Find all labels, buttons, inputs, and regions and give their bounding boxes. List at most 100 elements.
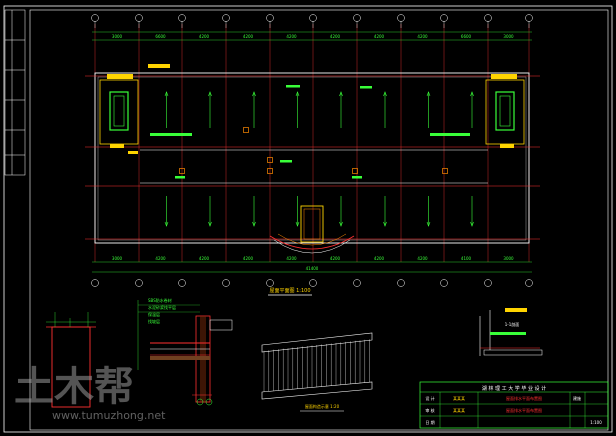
slope-arrowhead xyxy=(164,221,169,227)
top-dimension-texts: 3000 6600 4200 4200 4200 4200 4200 4200 6600 3000 xyxy=(112,34,514,39)
roof-parapet-outline xyxy=(94,72,530,244)
axis-grid xyxy=(94,24,530,262)
roof-drain xyxy=(243,127,249,133)
dimension-text: 3000 xyxy=(112,34,123,39)
slope-arrowhead xyxy=(208,91,212,97)
dimension-text: 3000 xyxy=(503,256,514,261)
dimension-text: 4200 xyxy=(199,256,210,261)
roof-drain xyxy=(267,157,273,163)
parapet-section-detail xyxy=(46,312,96,408)
plan-title: 屋面平面图 1:100 xyxy=(270,288,311,294)
slope-arrowhead xyxy=(383,91,387,97)
slope-arrowhead xyxy=(339,91,343,97)
sheet-outer-frame xyxy=(3,5,613,433)
dimension-text: 4200 xyxy=(199,34,210,39)
dimension-text: 4200 xyxy=(374,34,385,39)
sheet-number: 建施 xyxy=(573,395,581,401)
tb-label: 设 计 xyxy=(425,395,434,401)
tb-value: 某某某 xyxy=(453,395,465,401)
overall-dimension: 41400 xyxy=(306,266,319,271)
tb-value: 某某某 xyxy=(453,407,465,413)
roof-drain xyxy=(352,168,358,174)
roof-drain xyxy=(442,168,448,174)
axis-bubble-top xyxy=(135,14,143,22)
slope-arrowhead xyxy=(295,91,300,97)
axis-bubbles xyxy=(91,14,533,287)
drawing-name-2: 屋面排水平面布置图 xyxy=(506,407,542,413)
axis-bubble-bottom xyxy=(222,279,230,287)
roof-layers-detail: SBS防水卷材 水泥砂浆找平层 保温层 找坡层 xyxy=(137,297,233,406)
bottom-dimension-texts: 3000 4200 4200 4200 4200 4200 4200 4200 4100 3000 xyxy=(112,256,514,261)
dimension-text: 4100 xyxy=(461,256,472,261)
dimension-text: 6600 xyxy=(155,34,166,39)
axis-bubble-top xyxy=(440,14,448,22)
axis-bubble-bottom xyxy=(91,279,99,287)
axis-bubble-top xyxy=(484,14,492,22)
dimension-text: 4200 xyxy=(243,256,254,261)
sheet-inner-frame xyxy=(29,9,609,431)
slope-arrowhead xyxy=(426,91,431,97)
school-name: 湖 林 理 工 大 学 毕 业 设 计 xyxy=(482,385,546,392)
section-1-1-detail: 1-1剖面 xyxy=(479,308,543,356)
slope-arrowhead xyxy=(252,91,256,97)
stair-tag xyxy=(128,151,138,154)
roof-drain xyxy=(267,168,273,174)
dimension-text: 4200 xyxy=(243,34,254,39)
layer-note: 找坡层 xyxy=(148,318,160,324)
roof-drains xyxy=(179,127,448,174)
slope-arrowhead xyxy=(295,221,300,227)
dimension-text: 4200 xyxy=(155,256,166,261)
binding-margin-table xyxy=(4,9,26,176)
dimension-text: 3000 xyxy=(503,34,514,39)
axis-bubble-top xyxy=(91,14,99,22)
layer-note: 保温层 xyxy=(148,311,160,317)
dimension-text: 4200 xyxy=(286,256,297,261)
dimension-text: 6600 xyxy=(461,34,472,39)
slope-arrowhead xyxy=(164,91,169,97)
slope-arrowhead xyxy=(470,221,474,227)
title-block: 湖 林 理 工 大 学 毕 业 设 计 设 计 某某某 审 核 某某某 日 期 … xyxy=(419,381,609,429)
slope-arrowhead xyxy=(339,221,343,227)
dimension-text: 4200 xyxy=(374,256,385,261)
axis-bubble-top xyxy=(222,14,230,22)
drawing-name: 屋面排水平面布置图 xyxy=(506,395,542,401)
axis-bubble-top xyxy=(525,14,533,22)
dimension-text: 4200 xyxy=(330,34,341,39)
layer-note: SBS防水卷材 xyxy=(148,297,172,303)
stair-tag xyxy=(110,144,124,148)
layer-note: 水泥砂浆找平层 xyxy=(148,304,176,310)
slope-arrowhead xyxy=(470,91,474,97)
stair-left xyxy=(99,74,139,145)
stair-tag xyxy=(500,144,514,148)
slope-arrowhead xyxy=(383,221,387,227)
watermark-logo: 土木帮 xyxy=(14,364,134,410)
slope-arrowhead xyxy=(252,221,256,227)
plan-annotations xyxy=(150,85,470,179)
slope-arrowhead xyxy=(426,221,431,227)
roof-edge-inner xyxy=(97,76,527,241)
axis-bubble-top xyxy=(353,14,361,22)
bottom-dimension-lines xyxy=(92,261,532,273)
watermark: 土木帮 www.tumuzhong.net xyxy=(14,364,166,422)
roof-drain xyxy=(179,168,185,174)
section-label: 1-1剖面 xyxy=(505,321,520,327)
railing-elevation: 屋面构造示意 1:20 xyxy=(261,332,373,412)
axis-bubble-top xyxy=(266,14,274,22)
axis-bubble-top xyxy=(178,14,186,22)
dimension-text: 4200 xyxy=(286,34,297,39)
dimension-text: 3000 xyxy=(112,256,123,261)
axis-bubble-bottom xyxy=(135,279,143,287)
dimension-text: 4200 xyxy=(330,256,341,261)
dimension-text: 4200 xyxy=(417,256,428,261)
axis-bubble-top xyxy=(397,14,405,22)
axis-bubble-bottom xyxy=(309,279,317,287)
stair-right xyxy=(485,74,525,145)
tb-label: 日 期 xyxy=(425,419,434,425)
axis-bubble-bottom xyxy=(525,279,533,287)
slope-arrowhead xyxy=(208,221,212,227)
stair-tag xyxy=(148,64,170,68)
axis-bubble-bottom xyxy=(440,279,448,287)
dimension-text: 4200 xyxy=(417,34,428,39)
